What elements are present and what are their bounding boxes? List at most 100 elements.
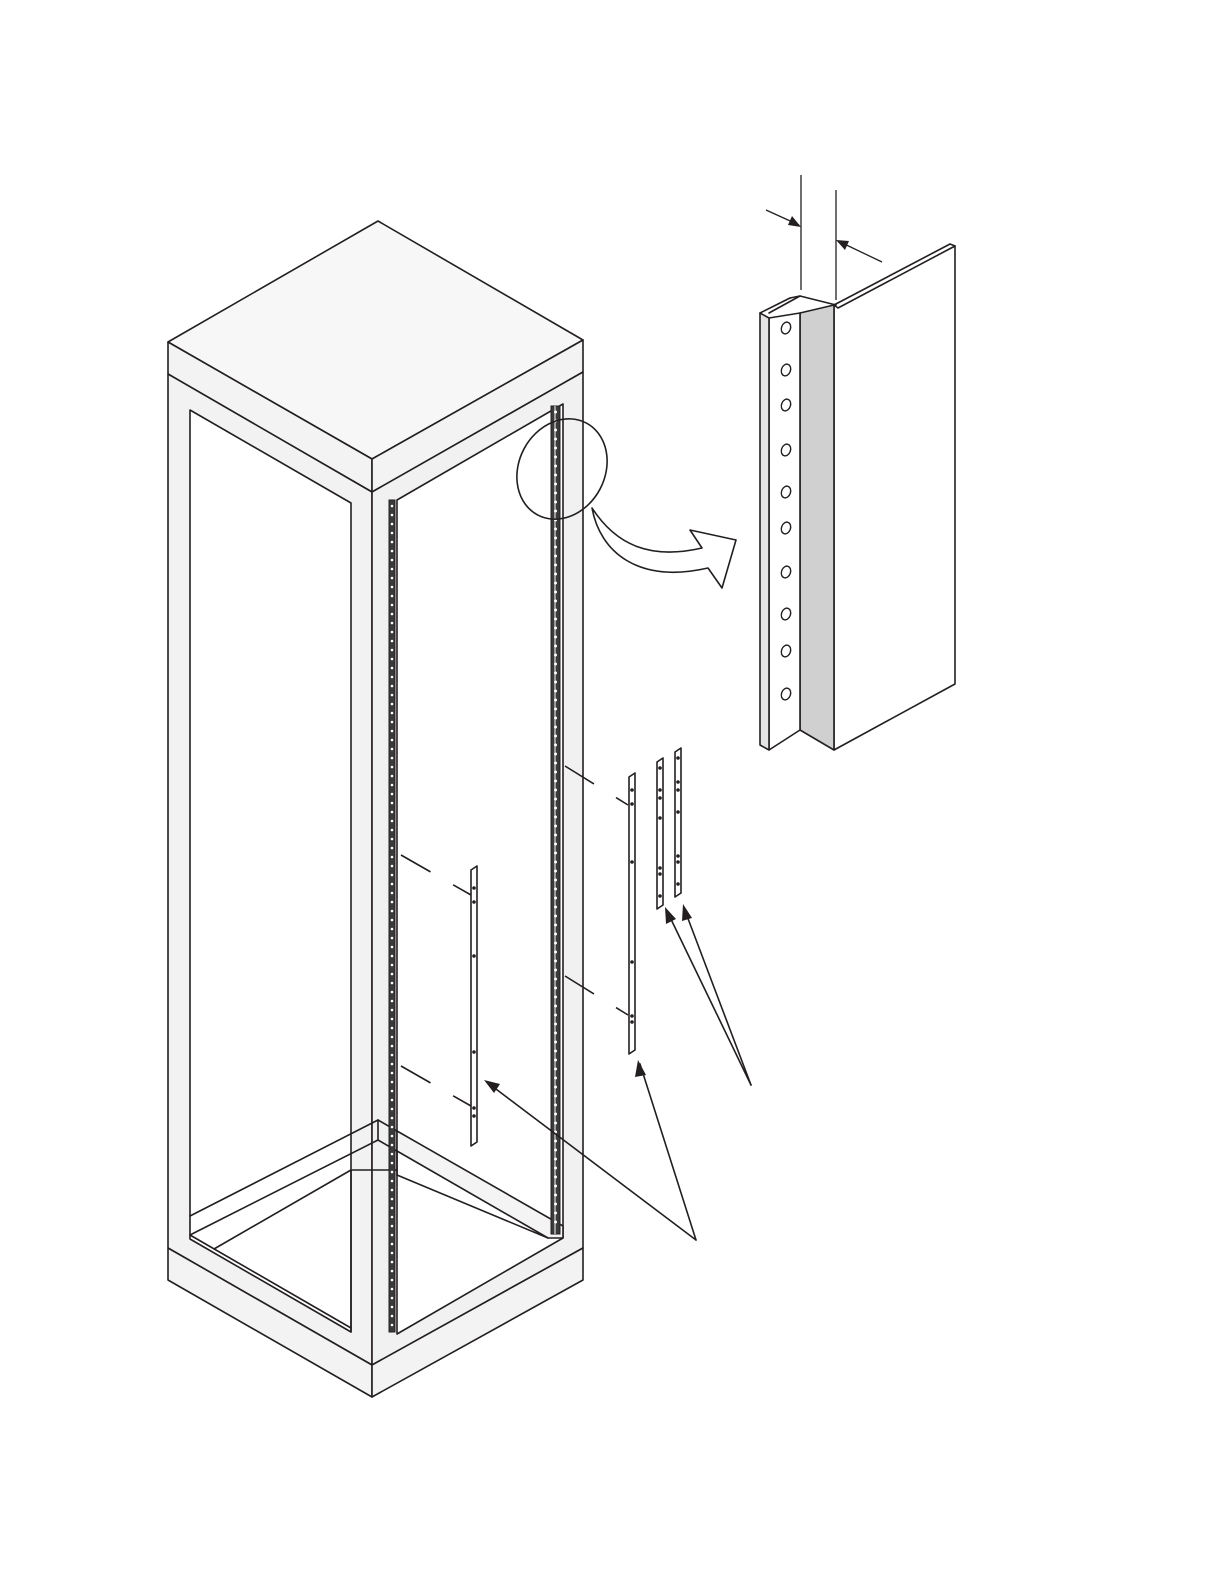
rail-hole [554,510,557,513]
rail-hole [554,1032,557,1035]
rail-hole [391,1081,394,1084]
rail-hole [554,987,557,990]
rail-hole [391,1306,394,1309]
rail-hole [554,447,557,450]
rail-hole [391,622,394,625]
rail-hole [391,1252,394,1255]
rail-hole [554,798,557,801]
bracket-hole [630,960,634,964]
rail-hole [391,991,394,994]
rail-hole [554,870,557,873]
rail-hole [554,1194,557,1197]
rail-hole [554,528,557,531]
rail-hole [391,1189,394,1192]
rail-hole [554,1050,557,1053]
rail-hole [554,492,557,495]
rail-hole [554,654,557,657]
left-mounting-rail [389,500,395,1332]
rail-hole [391,1045,394,1048]
rail-hole [554,501,557,504]
bracket-hole [676,854,680,858]
rail-hole [554,690,557,693]
rail-hole [554,888,557,891]
rail-hole [391,1297,394,1300]
rail-hole [554,591,557,594]
rail-hole [391,685,394,688]
rail-hole [554,789,557,792]
rail-hole [554,843,557,846]
rail-hole [554,699,557,702]
rail-hole [554,681,557,684]
rail-hole [554,933,557,936]
rail-hole [554,411,557,414]
rail-hole [554,969,557,972]
rail-hole [391,1009,394,1012]
rail-hole [391,532,394,535]
rail-hole [554,960,557,963]
rail-hole [391,820,394,823]
rail-hole [391,874,394,877]
bracket-hole [676,788,680,792]
rail-hole [391,667,394,670]
rail-hole [554,951,557,954]
rail-hole [554,1086,557,1089]
rail-hole [554,771,557,774]
rail-hole [391,1216,394,1219]
rail-hole [391,946,394,949]
rail-hole [391,1261,394,1264]
rail-hole [391,1279,394,1282]
rail-hole [391,1153,394,1156]
rail-hole [554,1095,557,1098]
rail-hole [391,604,394,607]
rail-hole [391,901,394,904]
rail-hole [554,1104,557,1107]
rail-hole [391,748,394,751]
bracket-hole [658,894,662,898]
rail-hole [554,483,557,486]
rail-hole [391,1108,394,1111]
bracket-hole [658,872,662,876]
rail-hole [391,1243,394,1246]
rail-hole [554,636,557,639]
rail-hole [391,1036,394,1039]
rail-hole [391,829,394,832]
short-bracket-a [657,758,663,909]
rail-hole [391,649,394,652]
rail-hole [554,546,557,549]
rail-hole [391,1288,394,1291]
right-mounting-rail [551,406,560,1234]
rail-hole [391,559,394,562]
rail-hole [391,1270,394,1273]
bracket-hole [472,1106,476,1110]
rail-hole [391,1234,394,1237]
rail-hole [554,924,557,927]
rail-hole [554,474,557,477]
rail-hole [391,955,394,958]
rail-hole [391,910,394,913]
rail-hole [554,996,557,999]
rail-hole [554,807,557,810]
rail-hole [554,906,557,909]
bracket-hole [658,796,662,800]
bracket-hole [676,860,680,864]
rail-hole [391,730,394,733]
rail-hole [554,1059,557,1062]
rail-hole [391,1063,394,1066]
rail-hole [554,717,557,720]
rail-hole [554,1077,557,1080]
rail-hole [391,550,394,553]
rail-hole [391,640,394,643]
rail-hole [391,784,394,787]
rail-hole [391,757,394,760]
bracket-hole [658,816,662,820]
rail-hole [554,978,557,981]
rail-hole [554,438,557,441]
rail-hole [554,1041,557,1044]
rail-hole [554,663,557,666]
rail-hole [391,739,394,742]
rail-hole [554,708,557,711]
rail-hole [554,726,557,729]
rail-hole [391,1324,394,1327]
rail-profile-detail [760,244,955,750]
rail-hole [554,1212,557,1215]
